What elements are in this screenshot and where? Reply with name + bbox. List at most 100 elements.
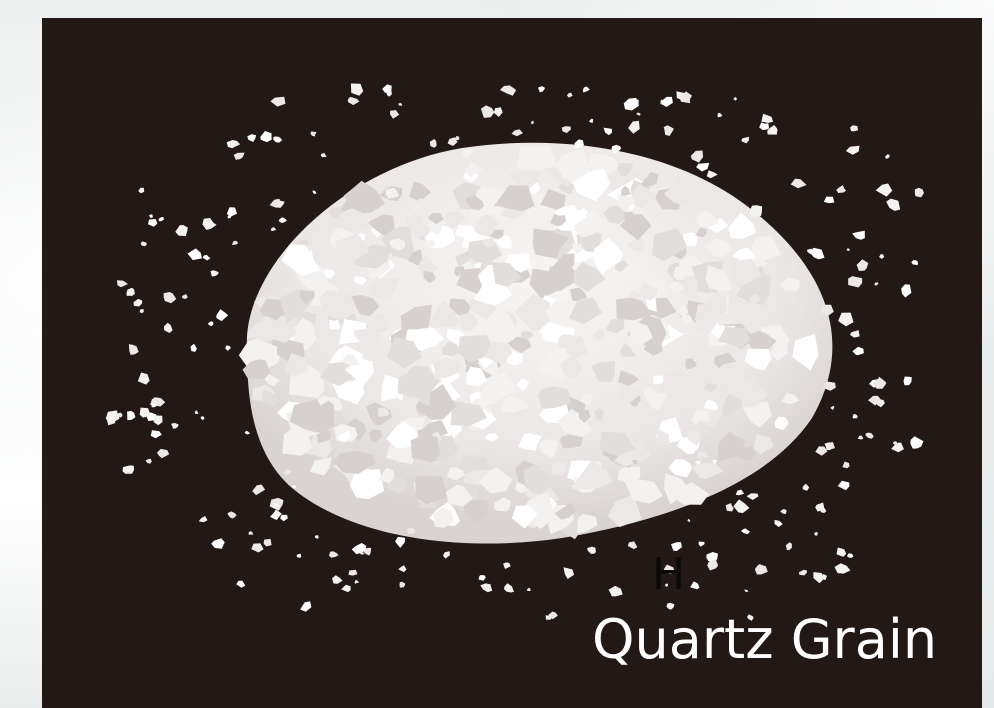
quartz-grain — [354, 579, 360, 584]
quartz-grain — [910, 436, 924, 449]
quartz-grain — [594, 408, 605, 421]
quartz-grain — [478, 575, 486, 581]
quartz-grain — [554, 502, 576, 520]
quartz-grain — [386, 337, 423, 369]
quartz-grain — [850, 330, 860, 338]
quartz-grain — [573, 262, 606, 292]
quartz-grain — [273, 136, 283, 143]
quartz-grain — [291, 485, 297, 489]
quartz-grain — [852, 346, 864, 356]
quartz-grain — [226, 207, 237, 217]
quartz-grain — [343, 180, 385, 215]
quartz-grain — [627, 541, 638, 550]
quartz-grain — [747, 614, 754, 621]
quartz-grain — [202, 218, 217, 230]
quartz-grain — [558, 153, 574, 167]
quartz-grain — [668, 458, 693, 478]
quartz-grain — [696, 162, 710, 172]
quartz-grain — [753, 434, 774, 455]
quartz-grain — [181, 294, 188, 299]
quartz-grain — [340, 354, 360, 366]
quartz-grain — [661, 96, 673, 107]
quartz-grain — [557, 409, 592, 437]
quartz-grain — [679, 91, 692, 104]
quartz-grain — [501, 395, 529, 413]
quartz-grain — [548, 611, 558, 620]
quartz-grain — [727, 292, 762, 323]
quartz-grain — [875, 183, 893, 197]
quartz-grain — [605, 318, 625, 334]
quartz-grain — [450, 400, 488, 427]
quartz-grain — [316, 429, 332, 444]
quartz-grain — [511, 505, 538, 529]
quartz-grain — [210, 270, 219, 277]
quartz-grain — [759, 122, 770, 130]
quartz-grain — [698, 541, 705, 547]
quartz-grain — [398, 565, 407, 573]
quartz-grain — [410, 433, 441, 463]
quartz-grain — [550, 213, 567, 227]
quartz-grain — [868, 395, 881, 406]
quartz-grain — [809, 247, 825, 260]
quartz-grain — [153, 415, 163, 426]
quartz-grain — [310, 457, 332, 476]
quartz-grain — [722, 393, 743, 418]
quartz-grain — [714, 352, 737, 372]
quartz-grain — [588, 153, 619, 175]
quartz-grain — [348, 244, 392, 269]
quartz-grain — [514, 293, 553, 331]
quartz-grain — [901, 284, 912, 298]
quartz-grain — [532, 228, 570, 259]
quartz-grain — [385, 187, 400, 199]
quartz-grain — [540, 189, 566, 210]
quartz-grain — [745, 331, 777, 349]
quartz-grain — [850, 125, 858, 132]
quartz-grain — [815, 502, 825, 512]
quartz-grain — [269, 198, 282, 208]
quartz-grain — [523, 464, 551, 494]
quartz-grain — [545, 299, 582, 328]
quartz-grain — [774, 520, 783, 527]
quartz-grain — [481, 312, 520, 344]
quartz-grain — [663, 125, 674, 136]
quartz-grain — [911, 260, 918, 266]
quartz-grain — [838, 312, 854, 327]
quartz-grain — [537, 386, 571, 409]
quartz-grain — [504, 583, 514, 593]
quartz-grain — [270, 227, 277, 232]
quartz-grain — [779, 277, 800, 293]
quartz-grain — [300, 601, 312, 612]
quartz-grain — [717, 112, 723, 118]
quartz-grain — [122, 465, 134, 474]
quartz-grain — [578, 409, 591, 423]
quartz-grain — [703, 399, 719, 411]
quartz-grain — [225, 345, 231, 351]
quartz-grain — [353, 276, 367, 286]
quartz-grain — [666, 602, 675, 610]
quartz-grain — [359, 551, 365, 555]
quartz-grain — [673, 266, 692, 281]
quartz-grain — [409, 188, 423, 201]
quartz-grain — [454, 225, 478, 238]
quartz-grain — [575, 207, 590, 219]
quartz-grain — [767, 125, 778, 135]
quartz-grain — [705, 265, 733, 292]
quartz-grain — [671, 542, 682, 551]
quartz-grain — [446, 467, 465, 480]
quartz-grain — [322, 268, 336, 279]
quartz-grain — [429, 139, 437, 148]
quartz-grain — [198, 516, 208, 523]
quartz-grain — [480, 105, 495, 118]
quartz-grain — [687, 518, 691, 523]
quartz-grain — [515, 481, 528, 494]
quartz-grain — [202, 254, 211, 261]
quartz-grain — [516, 378, 530, 392]
quartz-grain — [737, 446, 756, 461]
quartz-grain — [837, 480, 850, 491]
quartz-grain — [741, 136, 749, 144]
quartz-grain — [785, 542, 792, 551]
quartz-grain — [702, 205, 723, 222]
quartz-grain — [820, 574, 828, 580]
quartz-grain — [187, 248, 202, 261]
quartz-grain — [157, 448, 170, 459]
